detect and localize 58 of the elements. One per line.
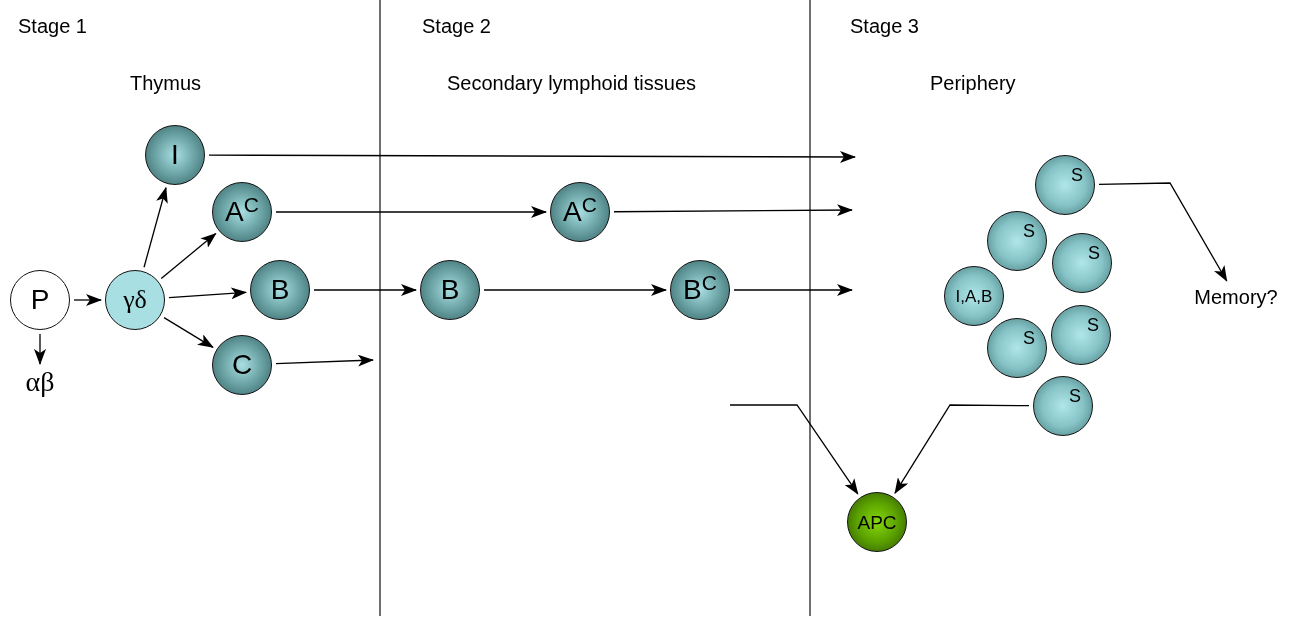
arrow: [275, 206, 547, 218]
arrow: [160, 232, 217, 280]
cell-circle: [987, 211, 1047, 271]
arrow: [163, 317, 214, 348]
cell-label: A$^{C}$: [563, 198, 597, 226]
region-heading: Secondary lymphoid tissues: [447, 73, 696, 93]
stage-heading: Stage 1: [18, 16, 87, 36]
cell-circle: [212, 182, 272, 242]
stage-heading: Stage 3: [850, 16, 919, 36]
arrow: [73, 294, 102, 306]
arrow: [34, 333, 46, 365]
cell-label: C: [231, 351, 253, 379]
cell-circle: [550, 182, 610, 242]
cell-circle: [670, 260, 730, 320]
arrow: [208, 150, 856, 163]
cell-label: B: [440, 276, 460, 304]
cell-label: I: [171, 141, 179, 169]
arrow: [729, 404, 859, 495]
cell-label: S: [1071, 166, 1083, 184]
cell-label: γδ: [123, 287, 147, 313]
cell-circle: [1052, 233, 1112, 293]
cell-label: αβ: [25, 368, 55, 396]
cell-circle: [944, 266, 1004, 326]
cell-circle: [212, 335, 272, 395]
cell-label: S: [1023, 222, 1035, 240]
cell-circle: [420, 260, 480, 320]
arrow: [1098, 182, 1228, 282]
arrow: [613, 204, 853, 217]
cell-circle: [105, 270, 165, 330]
cell-label: A$^{C}$: [225, 198, 259, 226]
cell-label: S: [1069, 387, 1081, 405]
cell-label: S: [1088, 244, 1100, 262]
arrow: [143, 186, 168, 268]
cell-circle: [1033, 376, 1093, 436]
cell-label: APC: [857, 512, 897, 532]
stage-heading: Stage 2: [422, 16, 491, 36]
region-heading: Thymus: [130, 73, 202, 93]
arrow: [313, 284, 417, 296]
region-heading: Periphery: [930, 73, 1016, 93]
cell-circle: [1035, 155, 1095, 215]
arrow: [483, 284, 667, 296]
cell-label: B$^{C}$: [683, 276, 717, 304]
cell-circle: [847, 492, 907, 552]
arrow: [275, 354, 374, 367]
cell-circle: [1051, 305, 1111, 365]
arrow: [168, 287, 248, 300]
cell-label: S: [1087, 316, 1099, 334]
cell-label: Memory?: [1194, 287, 1278, 307]
cell-label: P: [30, 286, 50, 314]
cell-label: S: [1023, 329, 1035, 347]
cell-circle: [987, 318, 1047, 378]
cell-circle: [10, 270, 70, 330]
cell-circle: [250, 260, 310, 320]
cell-circle: [145, 125, 205, 185]
arrow: [894, 404, 1030, 494]
arrow: [733, 284, 853, 296]
cell-label: B: [270, 276, 290, 304]
cell-label: I,A,B: [955, 287, 993, 305]
